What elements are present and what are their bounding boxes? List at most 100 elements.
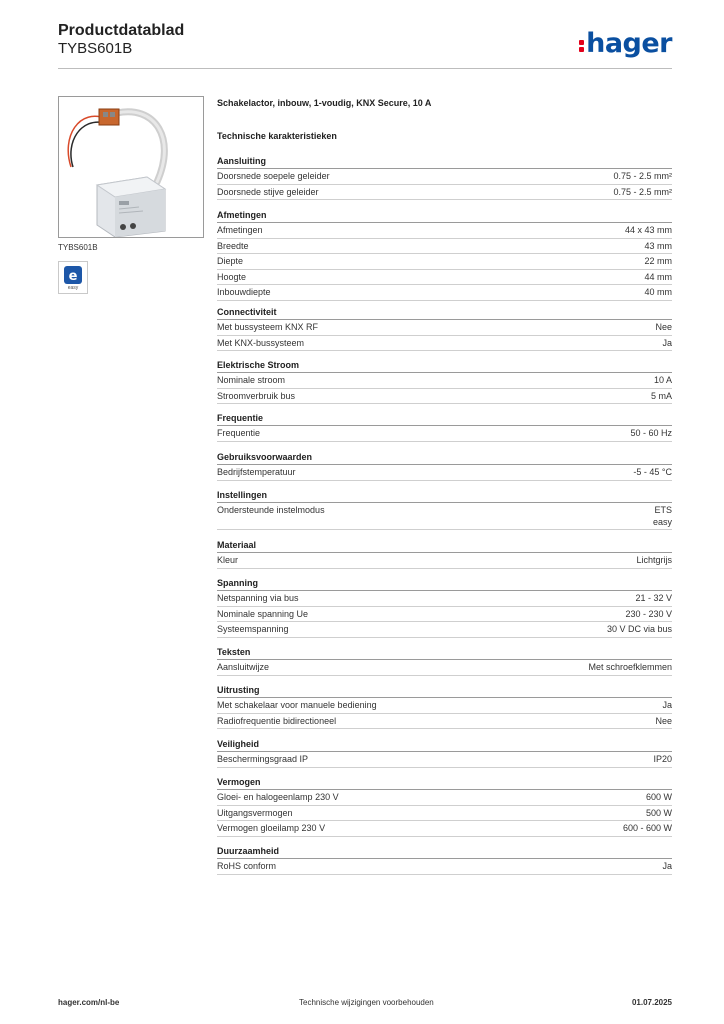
document-title: Productdatablad [58,22,185,39]
spec-label: Met KNX-bussysteem [217,337,305,348]
easy-logo-icon: e [64,266,82,284]
spec-value: Ja [662,861,672,871]
spec-label: Systeemspanning [217,624,289,635]
section-title: Duurzaamheid [217,845,672,859]
spec-row: Radiofrequentie bidirectioneel Nee [217,714,672,730]
spec-value: 0.75 - 2.5 mm² [613,171,672,181]
spec-value: Met schroefklemmen [588,662,672,672]
section-title: Gebruiksvoorwaarden [217,451,672,465]
spec-label: Aansluitwijze [217,662,270,672]
svg-text:e: e [69,269,78,284]
spec-label: Hoogte [217,271,247,282]
spec-value: -5 - 45 °C [633,467,672,477]
section-title: Frequentie [217,412,672,426]
section-title: Instellingen [217,489,672,503]
product-name: Schakelactor, inbouw, 1-voudig, KNX Secu… [217,98,432,108]
spec-value-line: ETS [654,505,672,515]
spec-label: Breedte [217,240,249,251]
spec-row: Inbouwdiepte 40 mm [217,285,672,301]
hager-logo: hager [579,28,672,59]
spec-label: RoHS conform [217,861,277,871]
header: Productdatablad TYBS601B [58,22,184,58]
spec-label: Doorsnede stijve geleider [217,186,319,197]
spec-label: Kleur [217,555,239,565]
spec-label: Nominale spanning Ue [217,608,309,619]
spec-row: Met bussysteem KNX RF Nee [217,320,672,336]
spec-label: Met bussysteem KNX RF [217,322,319,332]
spec-label: Afmetingen [217,225,263,235]
spec-value-line: easy [652,517,672,527]
product-photo [58,96,204,238]
spec-value: Nee [655,715,672,726]
spec-row: Aansluitwijze Met schroefklemmen [217,660,672,676]
footer-date: 01.07.2025 [631,998,672,1007]
easy-badge-label: easy [67,285,79,291]
spec-value: 21 - 32 V [635,593,672,603]
logo-text: hager [586,28,672,59]
section-title: Connectiviteit [217,306,672,320]
section-title: Spanning [217,577,672,591]
spec-value: Lichtgrijs [636,555,672,565]
spec-row: Bedrijfstemperatuur -5 - 45 °C [217,465,672,481]
spec-row: Kleur Lichtgrijs [217,553,672,569]
spec-value: Nee [655,322,672,332]
spec-row: Uitgangsvermogen 500 W [217,806,672,822]
spec-label: Bedrijfstemperatuur [217,467,296,477]
spec-value: 40 mm [644,287,672,298]
spec-label: Radiofrequentie bidirectioneel [217,715,337,726]
spec-label: Met schakelaar voor manuele bediening [217,700,377,710]
spec-row: Hoogte 44 mm [217,270,672,286]
photo-caption: TYBS601B [58,243,98,252]
spec-row: RoHS conform Ja [217,859,672,875]
spec-row: Stroomverbruik bus 5 mA [217,389,672,405]
spec-row: Systeemspanning 30 V DC via bus [217,622,672,638]
spec-value: 5 mA [650,390,672,401]
spec-value: 44 mm [644,271,672,282]
spec-label: Nominale stroom [217,375,286,385]
spec-row: Nominale stroom 10 A [217,373,672,389]
spec-label: Gloei- en halogeenlamp 230 V [217,792,339,802]
spec-value: 10 A [653,375,672,385]
spec-row: Met KNX-bussysteem Ja [217,336,672,352]
spec-label: Uitgangsvermogen [217,807,293,818]
actuator-photo-icon [67,108,168,238]
section-title: Vermogen [217,776,672,790]
spec-label: Stroomverbruik bus [217,390,296,401]
spec-value: 43 mm [644,240,672,251]
technical-characteristics-heading: Technische karakteristieken [217,131,337,141]
section-title: Materiaal [217,539,672,553]
easy-badge: e easy [58,261,88,294]
spec-value: Ja [662,337,672,348]
document-subtitle: TYBS601B [58,40,133,57]
spec-label: Inbouwdiepte [217,287,271,298]
spec-value: 500 W [645,807,672,818]
footer-website[interactable]: hager.com/nl-be [58,998,120,1007]
spec-value: 50 - 60 Hz [630,428,672,438]
section-title: Teksten [217,646,672,660]
footer-notice: Technische wijzigingen voorbehouden [299,998,434,1007]
spec-value: ETS easy [653,503,672,529]
spec-row: Frequentie 50 - 60 Hz [217,426,672,442]
spec-label: Frequentie [217,428,261,438]
header-divider [58,68,672,69]
spec-value: 0.75 - 2.5 mm² [613,186,672,197]
spec-value: 30 V DC via bus [606,624,672,635]
spec-value: 22 mm [644,256,672,267]
